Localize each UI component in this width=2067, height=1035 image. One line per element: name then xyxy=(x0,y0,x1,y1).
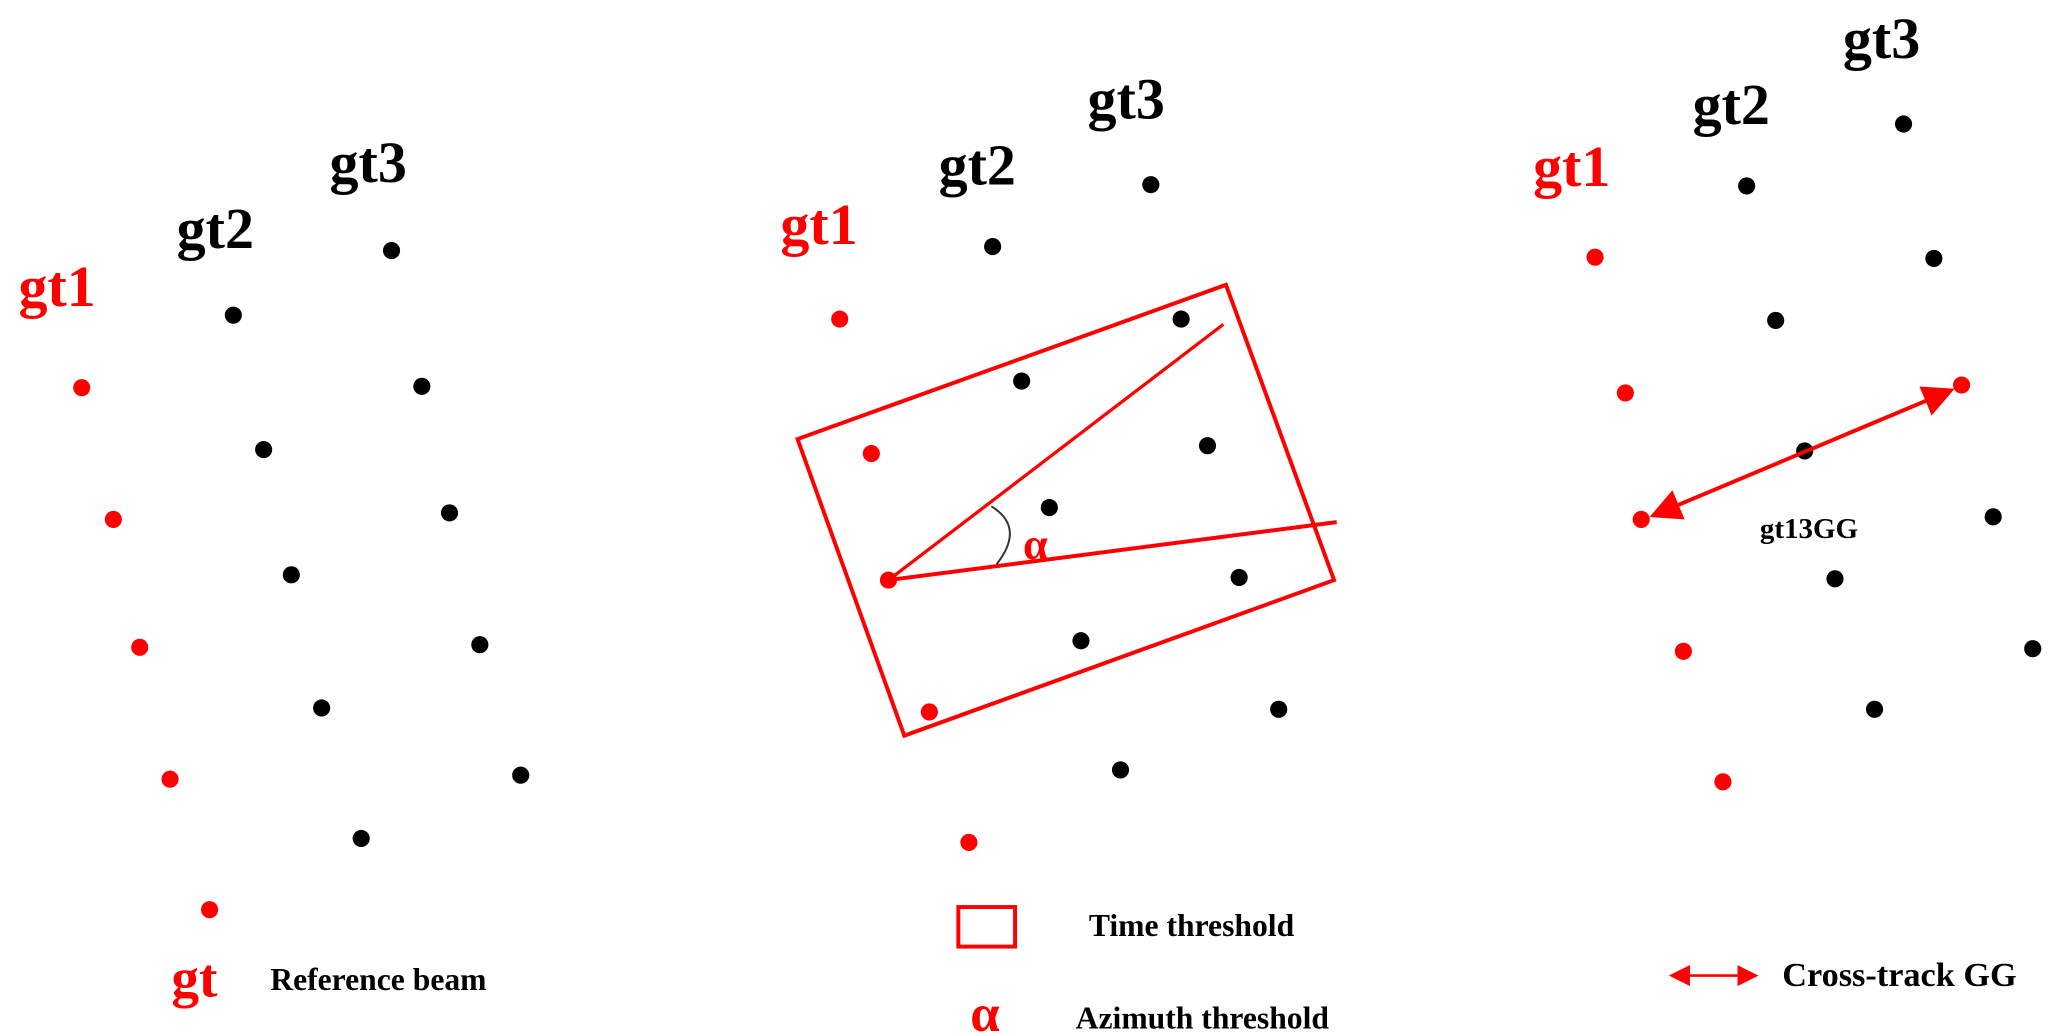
cross-track-arrow xyxy=(1649,386,1955,520)
azimuth-ray-2 xyxy=(888,520,1337,583)
beam-point xyxy=(255,441,273,459)
beam-point xyxy=(352,829,370,848)
legend-reference-beam: Reference beam xyxy=(270,962,486,997)
beam-point xyxy=(1984,508,2002,526)
beam-point xyxy=(471,636,489,654)
beam-point xyxy=(512,766,530,784)
beam-point xyxy=(1198,437,1217,455)
beam-point xyxy=(1172,310,1190,328)
time-threshold-box xyxy=(795,282,1337,739)
beam-point xyxy=(313,699,331,717)
reference-beam-point xyxy=(73,379,91,397)
reference-beam-point xyxy=(131,638,149,656)
beam-point xyxy=(382,241,401,260)
reference-beam-point xyxy=(1632,510,1650,529)
beam-point xyxy=(984,238,1002,256)
beam-point xyxy=(1040,499,1058,517)
beam-point xyxy=(1013,372,1031,390)
beam-point xyxy=(1142,176,1160,194)
beam-points xyxy=(73,115,2042,919)
beam-point xyxy=(1894,115,1913,133)
angle-arc xyxy=(990,505,1011,565)
beam-point xyxy=(1865,700,1884,718)
beam-point xyxy=(1072,632,1090,650)
legend-time-threshold: Time threshold xyxy=(1089,908,1295,943)
reference-beam-point xyxy=(201,901,219,919)
reference-beam-point xyxy=(1952,376,1971,394)
beam-point xyxy=(1230,568,1248,587)
panel2-gt1-label: gt1 xyxy=(780,192,857,257)
panel1-gt2-label: gt2 xyxy=(177,196,254,261)
reference-beam-point xyxy=(1714,773,1732,791)
panel1-gt3-label: gt3 xyxy=(330,130,407,195)
beam-point xyxy=(1767,311,1785,329)
panel2-gt2-label: gt2 xyxy=(939,133,1016,198)
beam-point xyxy=(1826,570,1844,588)
panel1-gt1-label: gt1 xyxy=(18,254,95,319)
beam-point xyxy=(2024,640,2042,658)
gt13gg-label: gt13GG xyxy=(1760,513,1858,545)
beam-point xyxy=(282,566,300,584)
legend-time-box-icon xyxy=(956,905,1018,949)
reference-beam-point xyxy=(1616,384,1634,402)
beam-point xyxy=(224,306,242,324)
beam-point xyxy=(440,504,459,522)
legend-gt-symbol: gt xyxy=(171,948,218,1009)
reference-beam-point xyxy=(104,510,122,529)
beam-point xyxy=(1738,177,1756,195)
reference-beam-point xyxy=(831,310,849,328)
legend-azimuth-threshold: Azimuth threshold xyxy=(1076,1000,1330,1035)
reference-beam-point xyxy=(1674,642,1692,660)
azimuth-ray-1 xyxy=(887,323,1225,582)
panel3-gt1-label: gt1 xyxy=(1533,134,1610,199)
reference-beam-point xyxy=(960,833,978,852)
beam-point xyxy=(1111,761,1130,779)
beam-point xyxy=(413,377,431,395)
reference-beam-point xyxy=(862,444,880,463)
legend-alpha-symbol: α xyxy=(970,985,999,1035)
panel3-gt2-label: gt2 xyxy=(1693,72,1770,137)
angle-alpha-symbol: α xyxy=(1023,519,1048,569)
beam-point xyxy=(1270,700,1288,718)
reference-beam-point xyxy=(1586,248,1604,266)
reference-beam-point xyxy=(920,703,938,721)
beam-point xyxy=(1925,249,1943,268)
panel3-gt3-label: gt3 xyxy=(1843,6,1920,71)
reference-beam-point xyxy=(161,770,179,788)
legend-cross-track-gg: Cross-track GG xyxy=(1782,956,2016,994)
panel2-gt3-label: gt3 xyxy=(1088,67,1165,132)
